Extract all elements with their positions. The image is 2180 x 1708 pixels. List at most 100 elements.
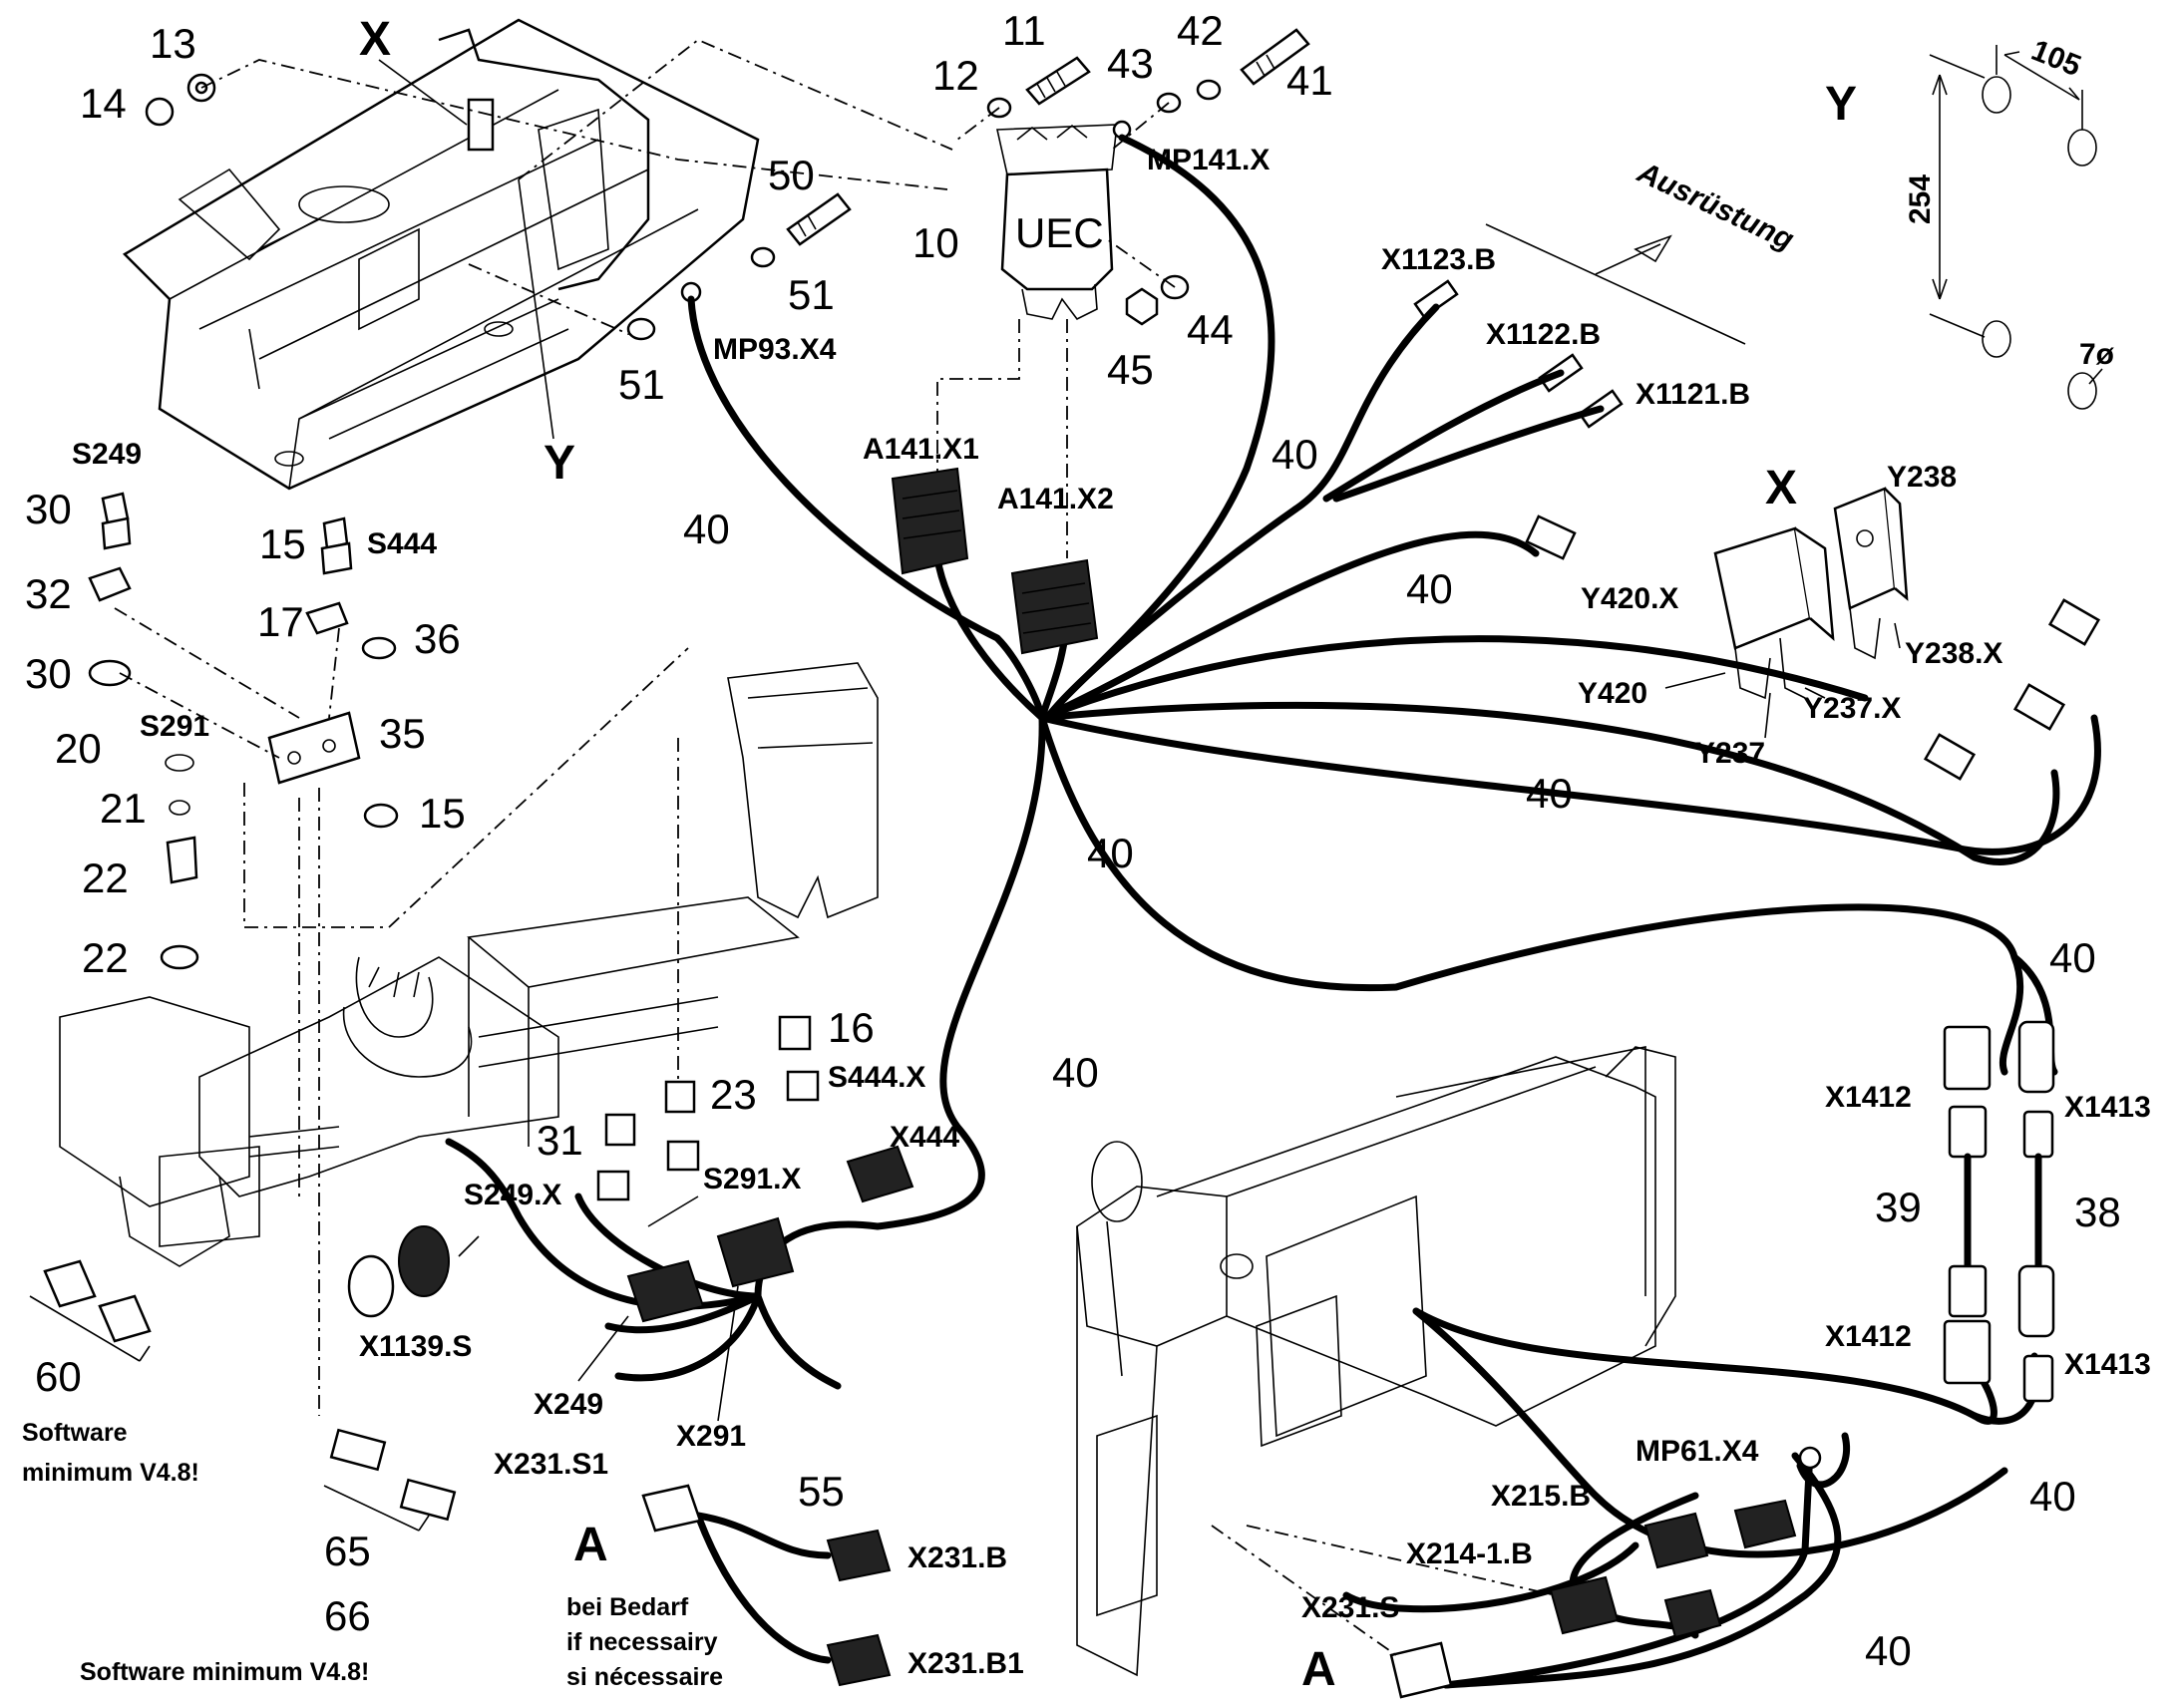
- y238x-label: Y238.X: [1905, 637, 2002, 670]
- cap-30: [88, 659, 132, 687]
- module-65a: [329, 1428, 387, 1472]
- leader-frame-uec: [518, 38, 953, 180]
- mid-leaders: [458, 1196, 739, 1422]
- seal-32: [88, 566, 132, 602]
- plate-hole-2: [322, 739, 336, 753]
- cover-60a: [43, 1259, 97, 1308]
- mounting-plate-35: [267, 711, 361, 785]
- x215b-connector: [1643, 1512, 1709, 1569]
- item-21-label: 21: [100, 785, 147, 832]
- mp61x4-label: MP61.X4: [1635, 1435, 1759, 1468]
- s249x-label: S249.X: [464, 1179, 561, 1211]
- x291-label: X291: [676, 1420, 746, 1453]
- bottom-console: [1076, 1046, 1676, 1677]
- s291x-plug: [666, 1140, 700, 1172]
- valve-leaders: [1664, 622, 1901, 739]
- item-11-label: 11: [1002, 7, 1046, 54]
- ausruestung-bracket: [1485, 223, 1746, 345]
- item-32-label: 32: [25, 570, 72, 617]
- s444-label: S444: [367, 527, 437, 560]
- a141-x1-connector: [891, 467, 969, 575]
- x231b-cable: [694, 1512, 832, 1559]
- switch-s291: [166, 836, 198, 884]
- y237x-label: Y237.X: [1803, 692, 1901, 725]
- cap-15: [363, 803, 399, 829]
- s291x-label: S291.X: [703, 1163, 801, 1196]
- a141x1-label: A141.X1: [863, 433, 979, 466]
- nut-14: [145, 97, 175, 127]
- item-50-label: 50: [768, 152, 815, 198]
- y420-label: Y420: [1578, 677, 1647, 710]
- x1123b-connector: [1413, 279, 1459, 319]
- x1412-upper-label: X1412: [1825, 1081, 1912, 1114]
- item-39-label: 39: [1875, 1184, 1922, 1230]
- x231b-label: X231.B: [908, 1541, 1007, 1574]
- y-hole-detail: [1929, 45, 2103, 410]
- item-60-label: 60: [35, 1353, 82, 1400]
- adapter-38: [2017, 1020, 2055, 1403]
- washer-51-upper: [750, 246, 776, 268]
- y420x-label: Y420.X: [1581, 582, 1678, 615]
- x1123b-label: X1123.B: [1381, 243, 1496, 276]
- switch-s249: [101, 492, 132, 550]
- o-ring-20: [165, 754, 194, 772]
- x231s1-connector: [641, 1484, 702, 1533]
- view-x-marker: X: [359, 13, 391, 66]
- software-note-1b: minimum V4.8!: [22, 1459, 199, 1487]
- dim-254-label: 254: [1904, 174, 1937, 224]
- washer-51-lower: [626, 317, 656, 341]
- uec-label: UEC: [1015, 209, 1104, 256]
- bolt-11: [1025, 56, 1091, 106]
- dim-105-label: 105: [2026, 34, 2085, 83]
- cable-40-label-4: 40: [1526, 770, 1573, 817]
- cable-40-label-8: 40: [2029, 1473, 2076, 1520]
- software-note-2: Software minimum V4.8!: [80, 1658, 369, 1686]
- x231b1-cable: [694, 1512, 832, 1664]
- item-51a-label: 51: [788, 271, 835, 318]
- x1412-lower-label: X1412: [1825, 1320, 1912, 1353]
- item-44-label: 44: [1187, 306, 1234, 353]
- x2141b-label: X214-1.B: [1406, 1537, 1533, 1570]
- switch-16: [778, 1015, 812, 1051]
- bracket-60: [29, 1295, 151, 1362]
- a141-x2-connector: [1010, 558, 1099, 655]
- operator-seat-console: [59, 662, 879, 1267]
- item-65-label: 65: [324, 1528, 371, 1574]
- cable-harness-40: [445, 134, 2101, 1689]
- if-necessary-fr: si nécessaire: [566, 1663, 723, 1691]
- s444x-label: S444.X: [828, 1061, 925, 1094]
- uec-connector-leaders: [936, 319, 1068, 558]
- module-65b: [399, 1478, 457, 1522]
- item-38-label: 38: [2074, 1189, 2121, 1235]
- view-x-valves-marker: X: [1765, 462, 1797, 514]
- cable-40-label-3: 40: [1406, 565, 1453, 612]
- if-necessary-en: if necessairy: [566, 1628, 718, 1656]
- uec-leaders: [956, 102, 1176, 288]
- cover-60b: [98, 1294, 152, 1343]
- x444-label: X444: [890, 1121, 959, 1154]
- machine-frame: [122, 18, 760, 491]
- item-41-label: 41: [1286, 57, 1333, 104]
- switch-leaders-down: [298, 738, 679, 1416]
- view-a-left-marker: A: [573, 1519, 608, 1571]
- bracket-65: [323, 1485, 430, 1532]
- uec-control-unit: [996, 124, 1118, 321]
- valve-y238: [1833, 487, 1909, 660]
- y237-label: Y237: [1695, 737, 1765, 770]
- cable-40-label-1: 40: [683, 506, 730, 552]
- view-y-marker: Y: [544, 437, 575, 490]
- x231s-connector: [1389, 1641, 1453, 1699]
- dim-7-label: 7ø: [2079, 338, 2115, 371]
- y237x-connector: [1923, 733, 1977, 781]
- x-pointer-line: [378, 59, 468, 126]
- item-22a-label: 22: [82, 854, 129, 901]
- item-14-label: 14: [80, 80, 127, 127]
- x1139s-cap: [347, 1254, 395, 1318]
- adapter-39: [1943, 1025, 1992, 1385]
- x444-connector: [846, 1145, 914, 1203]
- item-23-label: 23: [710, 1071, 757, 1118]
- item-12-label: 12: [932, 52, 979, 99]
- item-20-label: 20: [55, 725, 102, 772]
- x249-connector: [626, 1259, 705, 1323]
